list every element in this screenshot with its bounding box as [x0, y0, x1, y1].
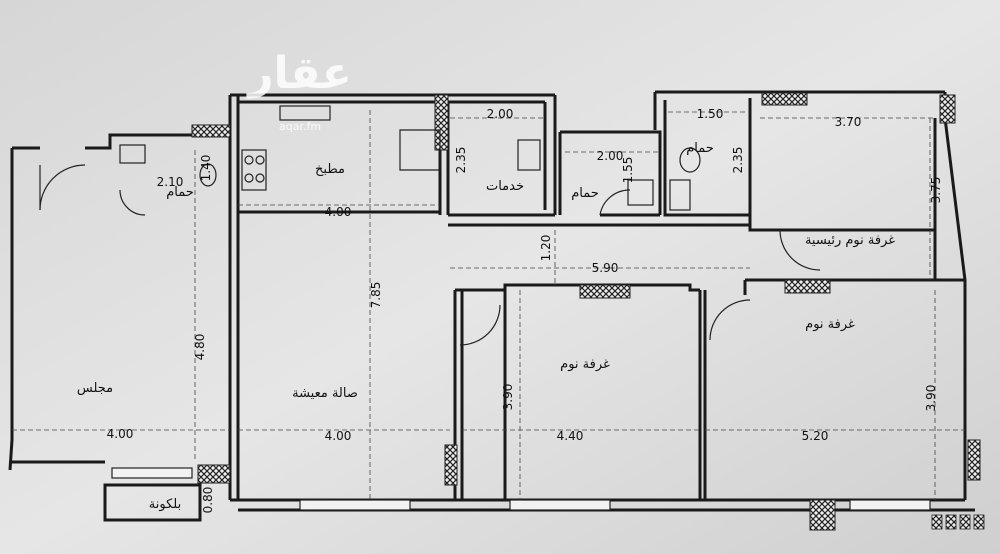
dim-bath-left-width: 2.10 — [157, 175, 184, 189]
hatched-walls — [191, 92, 981, 531]
windows — [111, 467, 931, 511]
dim-kitchen-width: 4.00 — [325, 205, 352, 219]
dim-majlis-depth: 4.80 — [193, 334, 207, 361]
room-label-balcony: بلكونة — [149, 497, 181, 512]
dim-bedroom-mid-width: 4.40 — [557, 429, 584, 443]
dim-services-depth: 2.35 — [454, 147, 468, 174]
dim-bath-mid-width: 2.00 — [597, 149, 624, 163]
dim-bath-left-depth: 1.40 — [199, 155, 213, 182]
watermark-logo: عقار — [246, 48, 352, 99]
dim-master-depth: 3.75 — [929, 177, 943, 204]
room-label-living: صالة معيشة — [292, 386, 358, 401]
room-label-bath-mid: حمام — [571, 186, 599, 201]
dim-bath-right-width: 1.50 — [697, 107, 724, 121]
dim-bedroom-right-depth: 3.90 — [924, 385, 938, 412]
dim-bedroom-mid-depth: 3.90 — [501, 384, 515, 411]
room-label-bedroom-mid: غرفة نوم — [560, 357, 610, 372]
kitchen-fixtures — [241, 105, 441, 191]
dim-balcony-depth: 0.80 — [201, 487, 215, 514]
room-label-majlis: مجلس — [77, 381, 113, 396]
dim-majlis-width: 4.00 — [107, 427, 134, 441]
dim-corridor-length: 5.90 — [592, 261, 619, 275]
watermark-site: aqar.fm — [279, 120, 321, 133]
dim-living-depth: 7.85 — [369, 282, 383, 309]
room-label-bedroom-right: غرفة نوم — [805, 317, 855, 332]
dim-corridor-depth: 1.20 — [539, 235, 553, 262]
dim-bath-mid-depth: 1.55 — [621, 157, 635, 184]
room-labels: مجلس صالة معيشة مطبخ خدمات حمام حمام حما… — [77, 141, 895, 512]
dimension-labels: 4.00 4.80 2.10 1.40 4.00 7.85 4.00 2.00 … — [107, 107, 943, 513]
dim-living-width: 4.00 — [325, 429, 352, 443]
dim-bedroom-right-width: 5.20 — [802, 429, 829, 443]
room-label-bath-left: حمام — [166, 185, 194, 200]
dim-master-width: 3.70 — [835, 115, 862, 129]
dimension-lines — [12, 110, 965, 500]
bath-fixtures — [119, 139, 701, 211]
room-label-kitchen: مطبخ — [315, 162, 345, 177]
corner-marks — [931, 514, 985, 530]
dim-bath-right-depth: 2.35 — [731, 147, 745, 174]
room-label-services: خدمات — [486, 179, 524, 194]
doors — [39, 164, 821, 346]
dim-services-width: 2.00 — [487, 107, 514, 121]
room-label-bath-right: حمام — [686, 141, 714, 156]
watermark: عقار aqar.fm — [246, 48, 352, 133]
room-label-master-bedroom: غرفة نوم رئيسية — [805, 233, 895, 248]
